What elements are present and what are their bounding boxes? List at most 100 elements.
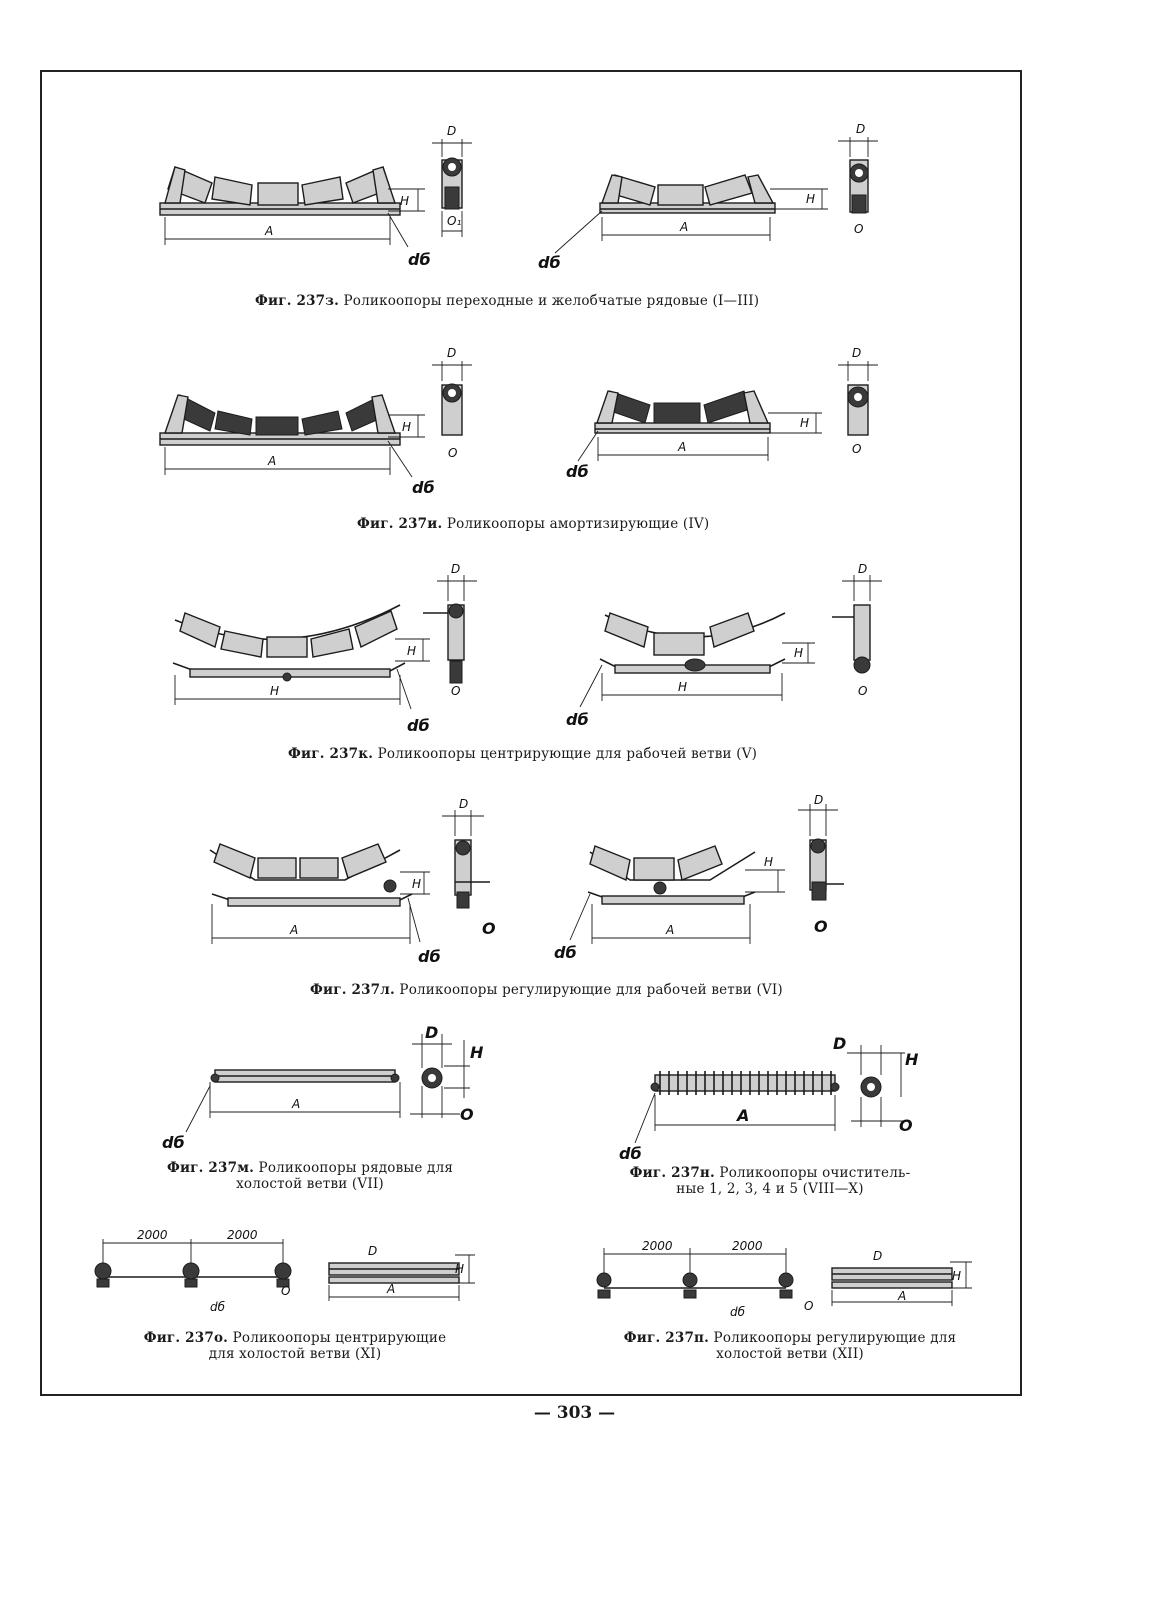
figure-237k-left-drawing: H dб H D O xyxy=(165,562,495,735)
dim-D-label: D xyxy=(425,1023,438,1042)
dim-db-label: dб xyxy=(412,478,435,497)
caption-237n: Фиг. 237н. Роликоопоры очиститель- ные 1… xyxy=(600,1165,940,1197)
dim-H-label: H xyxy=(905,1050,919,1069)
dim-O-label: O xyxy=(804,1299,813,1313)
caption-text: Роликоопоры амортизирующие (IV) xyxy=(446,516,710,532)
dim-D-label: D xyxy=(368,1244,377,1258)
figure-237z-right-drawing: A dб H D O xyxy=(530,122,880,275)
dim-db-label: dб xyxy=(619,1144,642,1163)
figure-237l-right-drawing: A dб H D O xyxy=(550,793,870,970)
dim-D-label: D xyxy=(856,122,865,136)
dim-H-label: H xyxy=(412,877,421,891)
dim-D-label: D xyxy=(873,1249,882,1263)
caption-label: Фиг. 237л. xyxy=(310,982,395,998)
dim-H-label: H xyxy=(806,192,815,206)
dim-A-label: A xyxy=(264,224,273,238)
caption-label: Фиг. 237и. xyxy=(357,516,443,532)
caption-237i: Фиг. 237и. Роликоопоры амортизирующие (I… xyxy=(357,516,709,532)
figure-237i-right-drawing: A dб H D O xyxy=(560,345,890,495)
dim-H-label: H xyxy=(794,646,803,660)
dim-O-label: O xyxy=(482,919,496,938)
dim-db-label: dб xyxy=(162,1133,185,1152)
caption-text-line2: холостой ветви (XII) xyxy=(716,1346,864,1362)
figure-237m-drawing: A dб D O H xyxy=(160,1020,490,1152)
caption-237p: Фиг. 237п. Роликоопоры регулирующие для … xyxy=(605,1330,975,1362)
caption-text: Роликоопоры регулирующие для xyxy=(713,1330,957,1346)
caption-text-line2: холостой ветви (VII) xyxy=(236,1176,384,1192)
dim-H-label: H xyxy=(764,855,773,869)
dim-D-label: D xyxy=(447,346,456,360)
dim-H-label: H xyxy=(400,194,409,208)
dim-2000-label: 2000 xyxy=(137,1228,168,1242)
dim-D-label: D xyxy=(451,562,460,576)
dim-db-label: dб xyxy=(566,462,589,481)
spiral-roller xyxy=(654,1071,836,1095)
caption-text: Роликоопоры регулирующие для рабочей вет… xyxy=(399,982,783,998)
dim-D-label: D xyxy=(858,562,867,576)
caption-text-line2: для холостой ветви (XI) xyxy=(208,1346,382,1362)
caption-label: Фиг. 237з. xyxy=(255,293,339,309)
caption-237o: Фиг. 237о. Роликоопоры центрирующие для … xyxy=(125,1330,465,1362)
caption-text-line2: ные 1, 2, 3, 4 и 5 (VIII—X) xyxy=(676,1181,864,1197)
caption-label: Фиг. 237н. xyxy=(629,1165,715,1181)
dim-A-label: A xyxy=(289,923,298,937)
dim-A-label: A xyxy=(897,1289,906,1303)
figure-237l-left-drawing: A dб H D O xyxy=(200,797,510,970)
caption-237z: Фиг. 237з. Роликоопоры переходные и жело… xyxy=(255,293,759,309)
caption-text: Роликоопоры очиститель- xyxy=(719,1165,911,1181)
dim-A-label: A xyxy=(386,1282,395,1296)
dim-A-label: A xyxy=(267,454,276,468)
caption-237k: Фиг. 237к. Роликоопоры центрирующие для … xyxy=(288,746,757,762)
caption-text: Роликоопоры переходные и желобчатые рядо… xyxy=(343,293,760,309)
dim-A-label: A xyxy=(677,440,686,454)
dim-A-label: A xyxy=(291,1097,300,1111)
dim-O-label: O xyxy=(451,684,460,698)
dim-db-label: dб xyxy=(538,253,561,272)
dim-O-label: O xyxy=(281,1284,290,1298)
dim-2000-label: 2000 xyxy=(642,1239,673,1253)
dim-O1-label: O₁ xyxy=(447,214,461,228)
dim-db-label: dб xyxy=(566,710,589,729)
caption-text: Роликоопоры рядовые для xyxy=(258,1160,454,1176)
dim-db-label: dб xyxy=(730,1305,746,1319)
page-number: — 303 — xyxy=(533,1403,616,1423)
dim-H-label: H xyxy=(270,684,279,698)
dim-D-label: D xyxy=(447,124,456,138)
figure-237o-drawing: 2000 2000 dб O A D H xyxy=(85,1215,485,1325)
figure-237i-left-drawing: A dб H D O xyxy=(150,345,500,497)
caption-237m: Фиг. 237м. Роликоопоры рядовые для холос… xyxy=(140,1160,480,1192)
dim-db-label: dб xyxy=(554,943,577,962)
figure-237n-drawing: A dб D O H xyxy=(615,1025,925,1165)
dim-O-label: O xyxy=(814,917,828,936)
dim-2000-label: 2000 xyxy=(732,1239,763,1253)
page-frame xyxy=(40,70,1022,1396)
dim-D-label: D xyxy=(814,793,823,807)
figure-237k-right-drawing: H dб H D O xyxy=(560,562,890,735)
dim-db-label: dб xyxy=(408,250,431,269)
dim-A-label: A xyxy=(679,220,688,234)
dim-O-label: O xyxy=(460,1105,474,1124)
figure-237z-left-drawing: A dб H D O₁ xyxy=(150,124,500,275)
caption-text: Роликоопоры центрирующие для рабочей вет… xyxy=(377,746,758,762)
caption-label: Фиг. 237о. xyxy=(143,1330,229,1346)
dim-db-label: dб xyxy=(407,716,430,735)
dim-H-label: H xyxy=(407,644,416,658)
dim-db-label: dб xyxy=(210,1300,226,1314)
dim-O-label: O xyxy=(899,1116,913,1135)
caption-text: Роликоопоры центрирующие xyxy=(232,1330,447,1346)
dim-D-label: D xyxy=(833,1034,846,1053)
dim-D-label: D xyxy=(852,346,861,360)
dim-H-label: H xyxy=(800,416,809,430)
dim-A-label: A xyxy=(665,923,674,937)
dim-H-label: H xyxy=(402,420,411,434)
caption-label: Фиг. 237м. xyxy=(166,1160,255,1176)
dim-D-label: D xyxy=(459,797,468,811)
dim-O-label: O xyxy=(448,446,457,460)
dim-db-label: dб xyxy=(418,947,441,966)
caption-237l: Фиг. 237л. Роликоопоры регулирующие для … xyxy=(310,982,783,998)
dim-H-label: H xyxy=(952,1269,961,1283)
dim-H-label: H xyxy=(470,1043,484,1062)
figure-237p-drawing: 2000 2000 dб O A D H xyxy=(590,1230,990,1330)
caption-label: Фиг. 237к. xyxy=(288,746,374,762)
dim-O-label: O xyxy=(852,442,861,456)
